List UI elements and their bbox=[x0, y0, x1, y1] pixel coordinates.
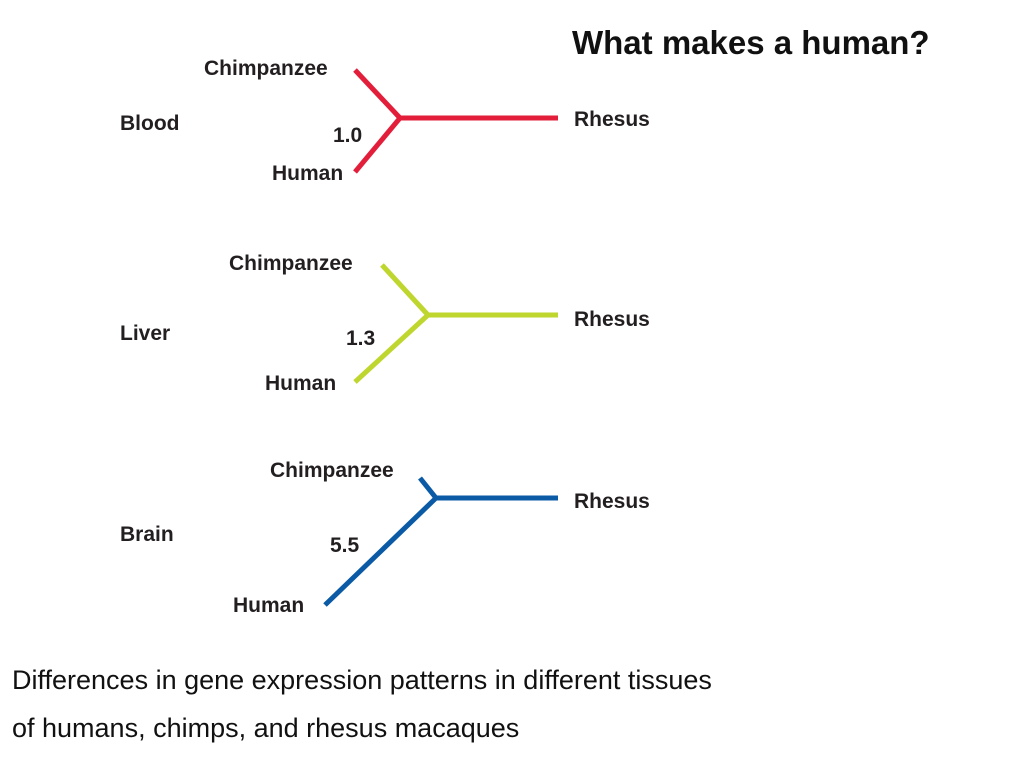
distance-value-liver: 1.3 bbox=[346, 327, 375, 350]
caption-line-2: of humans, chimps, and rhesus macaques bbox=[12, 713, 520, 743]
branch-human-liver bbox=[353, 313, 430, 384]
tissue-label-blood: Blood bbox=[120, 112, 179, 135]
tissue-label-liver: Liver bbox=[120, 322, 170, 345]
tissue-label-brain: Brain bbox=[120, 523, 174, 546]
distance-value-brain: 5.5 bbox=[330, 534, 360, 557]
tree-blood: Blood Chimpanzee 1.0 Human Rhesus bbox=[120, 57, 650, 185]
caption-line-1: Differences in gene expression patterns … bbox=[12, 665, 712, 695]
chimpanzee-label-liver: Chimpanzee bbox=[229, 252, 353, 275]
branch-human-brain bbox=[323, 496, 438, 607]
branch-chimpanzee-liver bbox=[380, 263, 430, 317]
human-label-blood: Human bbox=[272, 162, 343, 185]
tree-liver: Liver Chimpanzee 1.3 Human Rhesus bbox=[120, 252, 650, 395]
human-label-liver: Human bbox=[265, 372, 336, 395]
branch-human-blood bbox=[353, 116, 402, 174]
gene-expression-trees: Blood Chimpanzee 1.0 Human Rhesus Liver … bbox=[120, 57, 650, 617]
branch-chimpanzee-blood bbox=[353, 68, 402, 120]
tree-brain: Brain Chimpanzee 5.5 Human Rhesus bbox=[120, 459, 650, 617]
branch-chimpanzee-brain bbox=[418, 476, 438, 500]
rhesus-label-brain: Rhesus bbox=[574, 490, 650, 513]
rhesus-label-blood: Rhesus bbox=[574, 108, 650, 131]
caption: Differences in gene expression patterns … bbox=[12, 656, 1012, 752]
chimpanzee-label-blood: Chimpanzee bbox=[204, 57, 328, 80]
distance-value-blood: 1.0 bbox=[333, 124, 362, 147]
chimpanzee-label-brain: Chimpanzee bbox=[270, 459, 394, 482]
human-label-brain: Human bbox=[233, 594, 304, 617]
rhesus-label-liver: Rhesus bbox=[574, 308, 650, 331]
page-title: What makes a human? bbox=[572, 24, 930, 61]
